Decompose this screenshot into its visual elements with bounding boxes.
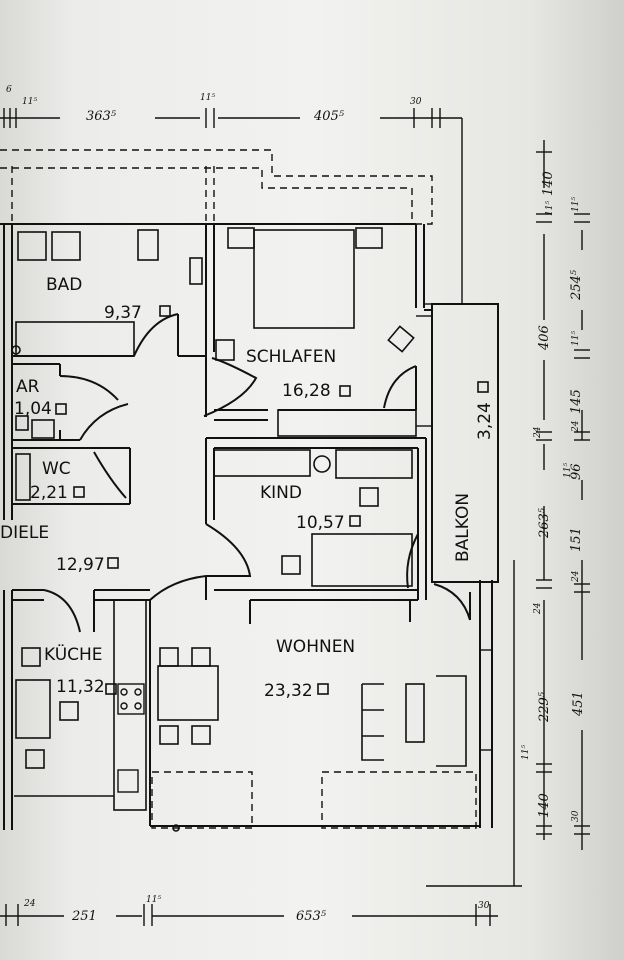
dim-bottom-251: 251 xyxy=(71,909,97,924)
dim-right-11-5-d: 11⁵ xyxy=(563,463,573,478)
dim-right-11-5-e: 11⁵ xyxy=(521,745,531,760)
dim-right-11-5-c: 11⁵ xyxy=(571,331,581,346)
dim-bottom-653-5: 653⁵ xyxy=(296,909,327,924)
room-area-schlafen: 16,28 xyxy=(282,381,331,401)
dim-right-24-c: 24 xyxy=(571,570,581,583)
dim-right-254-5: 254⁵ xyxy=(569,269,584,301)
bad-fixtures xyxy=(11,229,203,501)
dim-bottom-24: 24 xyxy=(23,899,36,909)
dim-right-451: 451 xyxy=(571,691,586,717)
room-name-balkon: BALKON xyxy=(453,493,473,562)
dim-top-405-5: 405⁵ xyxy=(313,109,345,124)
dim-right-140-b: 140 xyxy=(537,793,552,818)
dim-top-30: 30 xyxy=(410,97,422,107)
dim-right-24-a: 24 xyxy=(533,426,543,439)
room-area-ar: 1,04 xyxy=(14,399,52,419)
room-name-kind: KIND xyxy=(260,483,302,503)
room-labels: BAD 9,37 AR 1,04 WC 2,21 DIELE 12,97 KÜC… xyxy=(0,275,495,701)
room-area-kind: 10,57 xyxy=(296,513,345,533)
room-name-wohnen: WOHNEN xyxy=(276,637,355,657)
schlafen-room xyxy=(205,224,432,437)
dim-top-11-5-b: 11⁵ xyxy=(200,93,215,103)
dim-right-30: 30 xyxy=(571,810,581,822)
dim-right-140-a: 140 xyxy=(541,171,556,196)
room-area-wohnen: 23,32 xyxy=(264,681,313,701)
dim-top-6: 6 xyxy=(6,85,12,95)
dim-bottom-11-5: 11⁵ xyxy=(146,895,161,905)
room-name-kueche: KÜCHE xyxy=(44,643,103,665)
room-name-wc: WC xyxy=(42,459,71,479)
dim-right-263-5: 263⁵ xyxy=(537,507,552,539)
room-area-bad: 9,37 xyxy=(104,303,142,323)
room-name-diele: DIELE xyxy=(0,523,49,543)
dim-right-24-b: 24 xyxy=(571,420,581,433)
balkon-room xyxy=(416,303,499,621)
dim-right-11-5-a: 11⁵ xyxy=(545,201,555,216)
dim-right-24-d: 24 xyxy=(533,602,543,615)
room-name-ar: AR xyxy=(16,377,40,397)
wohnen-room xyxy=(149,580,493,832)
left-walls xyxy=(3,224,134,520)
kind-room xyxy=(205,437,427,601)
diele-doors xyxy=(59,313,258,601)
dim-top-11-5-a: 11⁵ xyxy=(22,97,37,107)
dim-right-145: 145 xyxy=(569,389,584,414)
dim-bottom-30: 30 xyxy=(478,901,490,911)
dim-right-229-5: 229⁵ xyxy=(537,691,552,723)
upper-dashed-walls xyxy=(0,149,433,226)
room-area-balkon: 3,24 xyxy=(475,402,495,440)
bottom-dimension-line: 24 251 11⁵ 653⁵ 30 xyxy=(0,560,522,926)
room-name-bad: BAD xyxy=(46,275,82,295)
dim-top-363-5: 363⁵ xyxy=(86,109,117,124)
dim-right-151: 151 xyxy=(569,527,584,552)
room-area-kueche: 11,32 xyxy=(56,677,105,697)
room-area-diele: 12,97 xyxy=(56,555,105,575)
room-area-wc: 2,21 xyxy=(30,483,68,503)
kueche-room xyxy=(3,589,150,830)
right-dimension-lines: 11⁵ 140 11⁵ 254⁵ 406 11⁵ 24 24 145 11⁵ 9… xyxy=(521,140,590,850)
top-dimension-line: 6 11⁵ 363⁵ 11⁵ 405⁵ 30 xyxy=(0,85,463,304)
room-name-schlafen: SCHLAFEN xyxy=(246,347,336,367)
dim-right-96: 96 xyxy=(569,463,584,480)
dim-right-11-5-b: 11⁵ xyxy=(571,197,581,212)
dim-right-406: 406 xyxy=(537,325,552,351)
